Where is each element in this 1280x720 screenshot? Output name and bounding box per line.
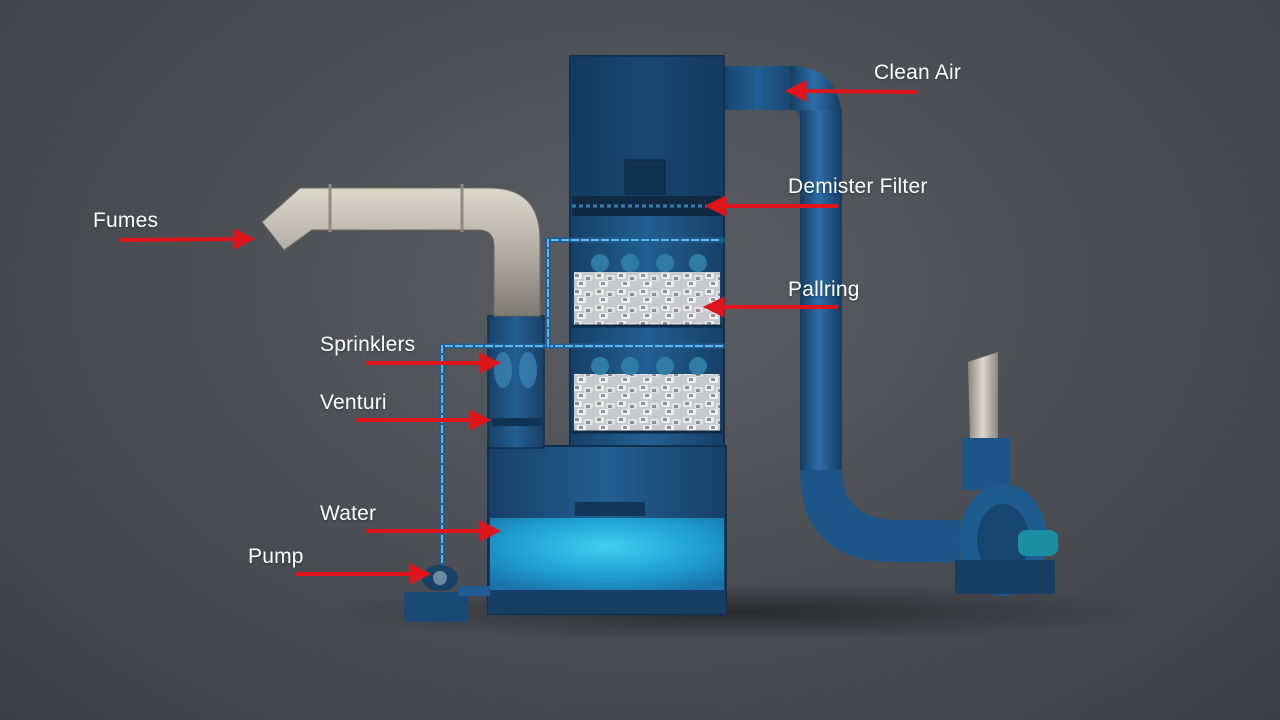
- water-piping: [439, 237, 725, 575]
- arrow-pallring: [702, 296, 838, 318]
- clean-air-duct: [718, 66, 960, 562]
- fumes-inlet-duct: [261, 184, 541, 317]
- exhaust-fan: [955, 352, 1058, 596]
- pallring-bed-lower: [574, 374, 720, 432]
- arrow-venturi: [356, 409, 492, 431]
- arrow-fumes: [119, 228, 256, 250]
- arrow-demister-filter: [704, 195, 838, 217]
- arrow-clean-air: [784, 80, 918, 102]
- water-reservoir: [490, 518, 724, 590]
- label-fumes: Fumes: [93, 209, 159, 232]
- scrubber-tower: [487, 55, 727, 615]
- arrow-sprinklers: [366, 352, 502, 374]
- callout-arrows: [119, 80, 918, 585]
- pallring-bed-upper: [574, 272, 720, 326]
- arrow-water: [366, 520, 502, 542]
- sprinkler-heads: [591, 254, 707, 375]
- venturi-section: [487, 315, 545, 449]
- label-sprinklers: Sprinklers: [320, 333, 416, 356]
- label-clean-air: Clean Air: [874, 61, 962, 84]
- label-demister-filter: Demister Filter: [788, 175, 928, 198]
- pump: [404, 565, 490, 622]
- label-pallring: Pallring: [788, 278, 860, 301]
- label-water: Water: [320, 502, 377, 525]
- arrow-pump: [296, 563, 432, 585]
- label-pump: Pump: [248, 545, 304, 568]
- demister-filter: [572, 196, 722, 216]
- label-venturi: Venturi: [320, 391, 387, 414]
